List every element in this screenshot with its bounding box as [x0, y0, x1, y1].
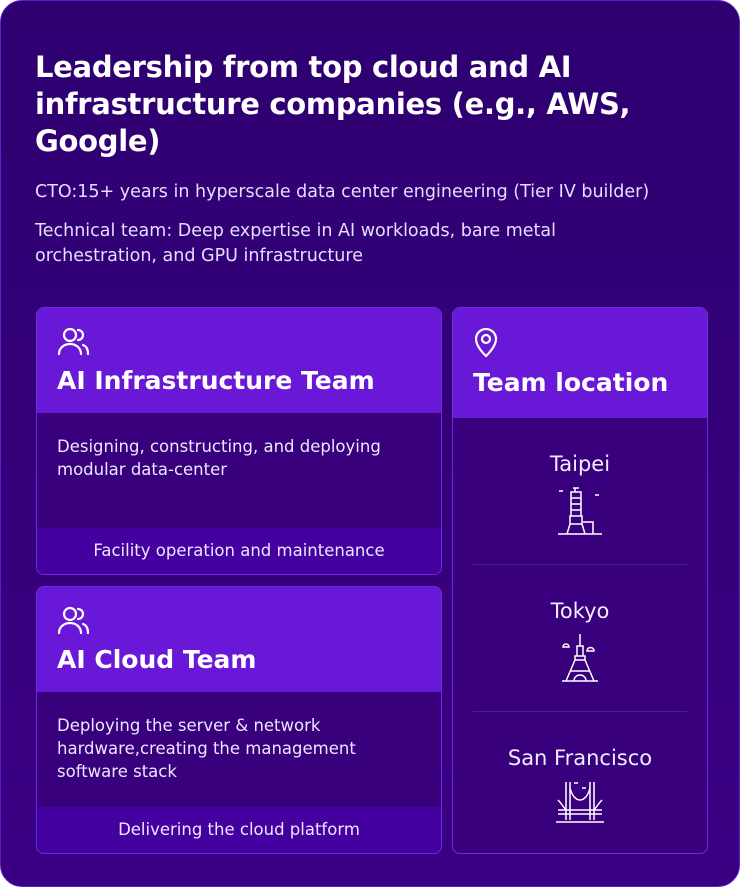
location-tokyo: Tokyo	[473, 565, 687, 712]
location-taipei: Taipei	[473, 418, 687, 565]
card-title: Team location	[473, 368, 669, 397]
location-name: Taipei	[549, 452, 611, 476]
card-description: Deploying the server & network hardware,…	[57, 716, 356, 781]
location-name: San Francisco	[507, 746, 653, 770]
card-footer: Delivering the cloud platform	[37, 807, 441, 853]
card-title: AI Infrastructure Team	[57, 366, 375, 395]
ai-cloud-team-card: AI Cloud Team Deploying the server & net…	[36, 586, 442, 854]
page-title: Leadership from top cloud and AI infrast…	[35, 50, 631, 158]
card-description: Designing, constructing, and deploying m…	[57, 437, 381, 479]
tech-team-text: Technical team: Deep expertise in AI wor…	[35, 221, 556, 266]
golden-gate-bridge-icon	[556, 782, 604, 823]
cto-text: CTO:15+ years in hyperscale data center …	[35, 182, 650, 202]
card-footer: Facility operation and maintenance	[37, 528, 441, 574]
location-san-francisco: San Francisco	[473, 712, 687, 853]
map-pin-icon	[474, 327, 498, 358]
users-icon	[57, 606, 90, 635]
location-name: Tokyo	[550, 599, 610, 623]
team-location-card: Team location Taipei Tokyo San Francisco	[452, 307, 708, 854]
users-icon	[57, 327, 90, 356]
tokyo-tower-icon	[562, 634, 598, 682]
taipei-101-icon	[558, 487, 602, 535]
ai-infrastructure-team-card: AI Infrastructure Team Designing, constr…	[36, 307, 442, 575]
card-title: AI Cloud Team	[57, 645, 257, 674]
